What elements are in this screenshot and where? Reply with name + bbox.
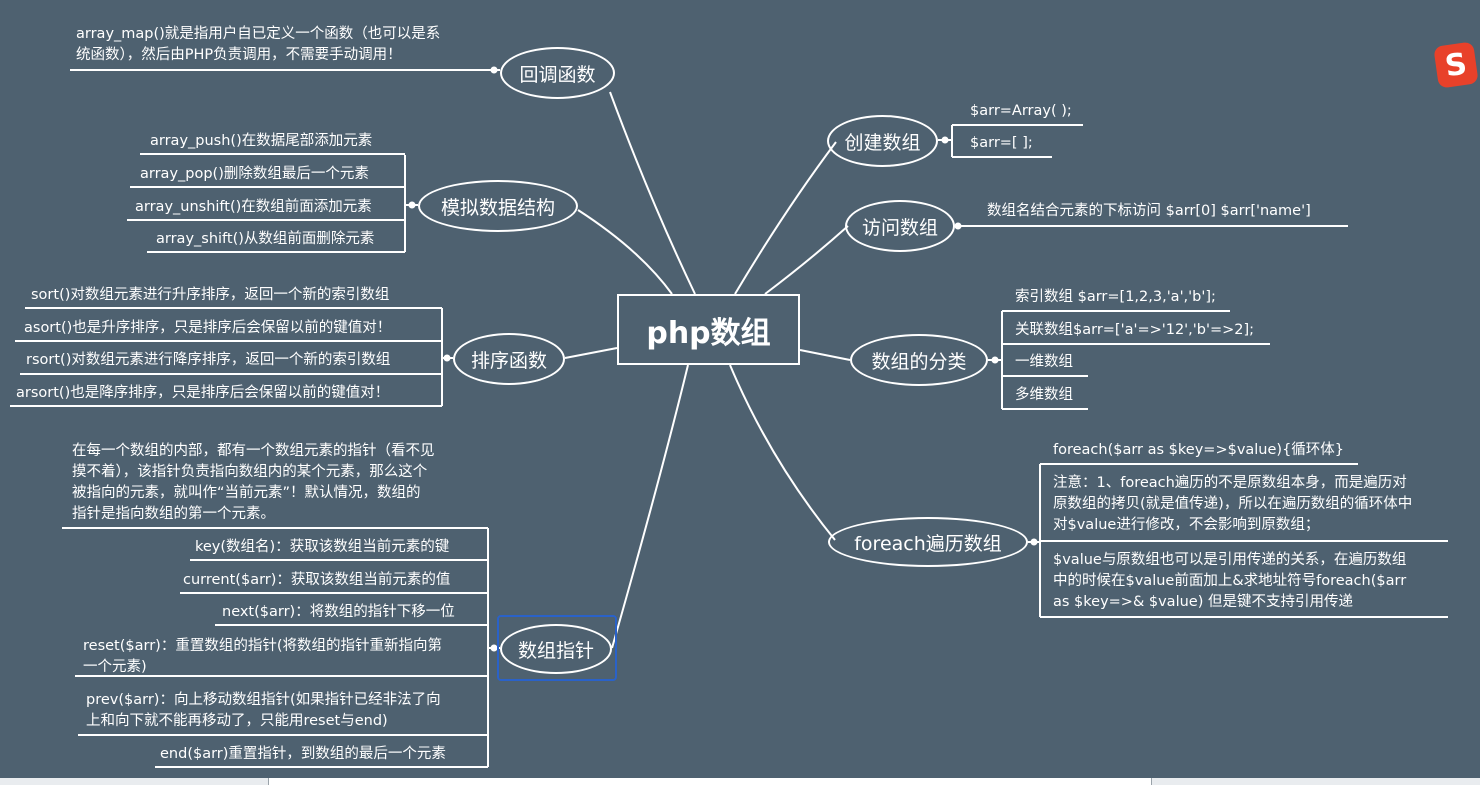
node-foreach[interactable]: foreach遍历数组 bbox=[828, 517, 1028, 567]
pointer-description: 在每一个数组的内部，都有一个数组元素的指针（看不见 摸不着），该指针负责指向数组… bbox=[72, 441, 482, 525]
simulate-item-unshift[interactable]: array_unshift()在数组前面添加元素 bbox=[135, 199, 372, 215]
simulate-item-pop[interactable]: array_pop()删除数组最后一个元素 bbox=[140, 166, 369, 182]
pointer-item-key[interactable]: key(数组名)：获取该数组当前元素的键 bbox=[195, 539, 450, 555]
bottom-scrollbar[interactable] bbox=[0, 778, 1480, 785]
pointer-item-prev[interactable]: prev($arr)：向上移动数组指针(如果指针已经非法了向 上和向下就不能再移… bbox=[86, 690, 486, 732]
classify-item-md[interactable]: 多维数组 bbox=[1015, 387, 1073, 403]
scrollbar-thumb[interactable] bbox=[268, 778, 1152, 785]
callback-desc-line: array_map()就是指用户自已定义一个函数（也可以是系 bbox=[76, 26, 441, 42]
access-item[interactable]: 数组名结合元素的下标访问 $arr[0] $arr['name'] bbox=[987, 203, 1311, 219]
classify-item-index[interactable]: 索引数组 $arr=[1,2,3,'a','b']; bbox=[1015, 289, 1216, 305]
pointer-desc-line: 在每一个数组的内部，都有一个数组元素的指针（看不见 bbox=[72, 443, 435, 459]
sort-item-rsort[interactable]: rsort()对数组元素进行降序排序，返回一个新的索引数组 bbox=[26, 352, 391, 368]
simulate-item-push[interactable]: array_push()在数据尾部添加元素 bbox=[150, 133, 373, 149]
node-simulate[interactable]: 模拟数据结构 bbox=[418, 180, 578, 232]
sogou-logo[interactable]: S bbox=[1433, 41, 1479, 89]
classify-item-assoc[interactable]: 关联数组$arr=['a'=>'12','b'=>2]; bbox=[1015, 322, 1255, 338]
foreach-note-line: 原数组的拷贝(就是值传递)，所以在遍历数组的循环体中 bbox=[1053, 496, 1413, 512]
pointer-item-current[interactable]: current($arr)：获取该数组当前元素的值 bbox=[183, 572, 451, 588]
pointer-desc-line: 被指向的元素，就叫作“当前元素”！默认情况，数组的 bbox=[72, 485, 421, 501]
foreach-item-syntax[interactable]: foreach($arr as $key=>$value){循环体} bbox=[1053, 442, 1345, 458]
pointer-reset-line: reset($arr)：重置数组的指针(将数组的指针重新指向第 bbox=[83, 638, 442, 654]
foreach-note-line: 注意：1、foreach遍历的不是原数组本身，而是遍历对 bbox=[1053, 475, 1407, 491]
foreach-ref-line: 中的时候在$value前面加上&求地址符号foreach($arr bbox=[1053, 573, 1407, 589]
node-pointer[interactable]: 数组指针 bbox=[500, 624, 612, 674]
node-classify[interactable]: 数组的分类 bbox=[850, 334, 988, 386]
pointer-item-reset[interactable]: reset($arr)：重置数组的指针(将数组的指针重新指向第 一个元素) bbox=[83, 636, 483, 678]
selection-box bbox=[497, 615, 617, 681]
central-topic[interactable]: php数组 bbox=[617, 294, 800, 365]
node-sort[interactable]: 排序函数 bbox=[453, 333, 565, 385]
simulate-item-shift[interactable]: array_shift()从数组前面删除元素 bbox=[156, 231, 375, 247]
foreach-ref-line: as $key=>& $value) 但是键不支持引用传递 bbox=[1053, 594, 1353, 610]
pointer-desc-line: 指针是指向数组的第一个元素。 bbox=[72, 506, 275, 522]
sort-item-sort[interactable]: sort()对数组元素进行升序排序，返回一个新的索引数组 bbox=[31, 287, 390, 303]
node-callback[interactable]: 回调函数 bbox=[500, 47, 615, 99]
pointer-prev-line: prev($arr)：向上移动数组指针(如果指针已经非法了向 bbox=[86, 692, 441, 708]
callback-description: array_map()就是指用户自已定义一个函数（也可以是系 统函数），然后由P… bbox=[76, 24, 486, 66]
foreach-note-line: 对$value进行修改，不会影响到原数组； bbox=[1053, 517, 1320, 533]
pointer-item-end[interactable]: end($arr)重置指针，到数组的最后一个元素 bbox=[160, 746, 446, 762]
pointer-desc-line: 摸不着），该指针负责指向数组内的某个元素，那么这个 bbox=[72, 464, 428, 480]
node-create[interactable]: 创建数组 bbox=[827, 115, 938, 167]
sort-item-arsort[interactable]: arsort()也是降序排序，只是排序后会保留以前的键值对！ bbox=[16, 385, 390, 401]
node-access[interactable]: 访问数组 bbox=[845, 200, 955, 252]
pointer-item-next[interactable]: next($arr)：将数组的指针下移一位 bbox=[222, 604, 455, 620]
classify-item-1d[interactable]: 一维数组 bbox=[1015, 354, 1073, 370]
foreach-ref-line: $value与原数组也可以是引用传递的关系，在遍历数组 bbox=[1053, 552, 1407, 568]
pointer-prev-line: 上和向下就不能再移动了，只能用reset与end) bbox=[86, 713, 388, 729]
callback-desc-line: 统函数），然后由PHP负责调用，不需要手动调用！ bbox=[76, 47, 402, 63]
create-item-array[interactable]: $arr=Array( ); bbox=[970, 103, 1072, 119]
foreach-item-reference[interactable]: $value与原数组也可以是引用传递的关系，在遍历数组 中的时候在$value前… bbox=[1053, 550, 1453, 613]
pointer-reset-line: 一个元素) bbox=[83, 659, 147, 675]
foreach-item-note[interactable]: 注意：1、foreach遍历的不是原数组本身，而是遍历对 原数组的拷贝(就是值传… bbox=[1053, 473, 1453, 536]
sort-item-asort[interactable]: asort()也是升序排序，只是排序后会保留以前的键值对！ bbox=[24, 320, 392, 336]
create-item-brackets[interactable]: $arr=[ ]; bbox=[970, 135, 1033, 151]
